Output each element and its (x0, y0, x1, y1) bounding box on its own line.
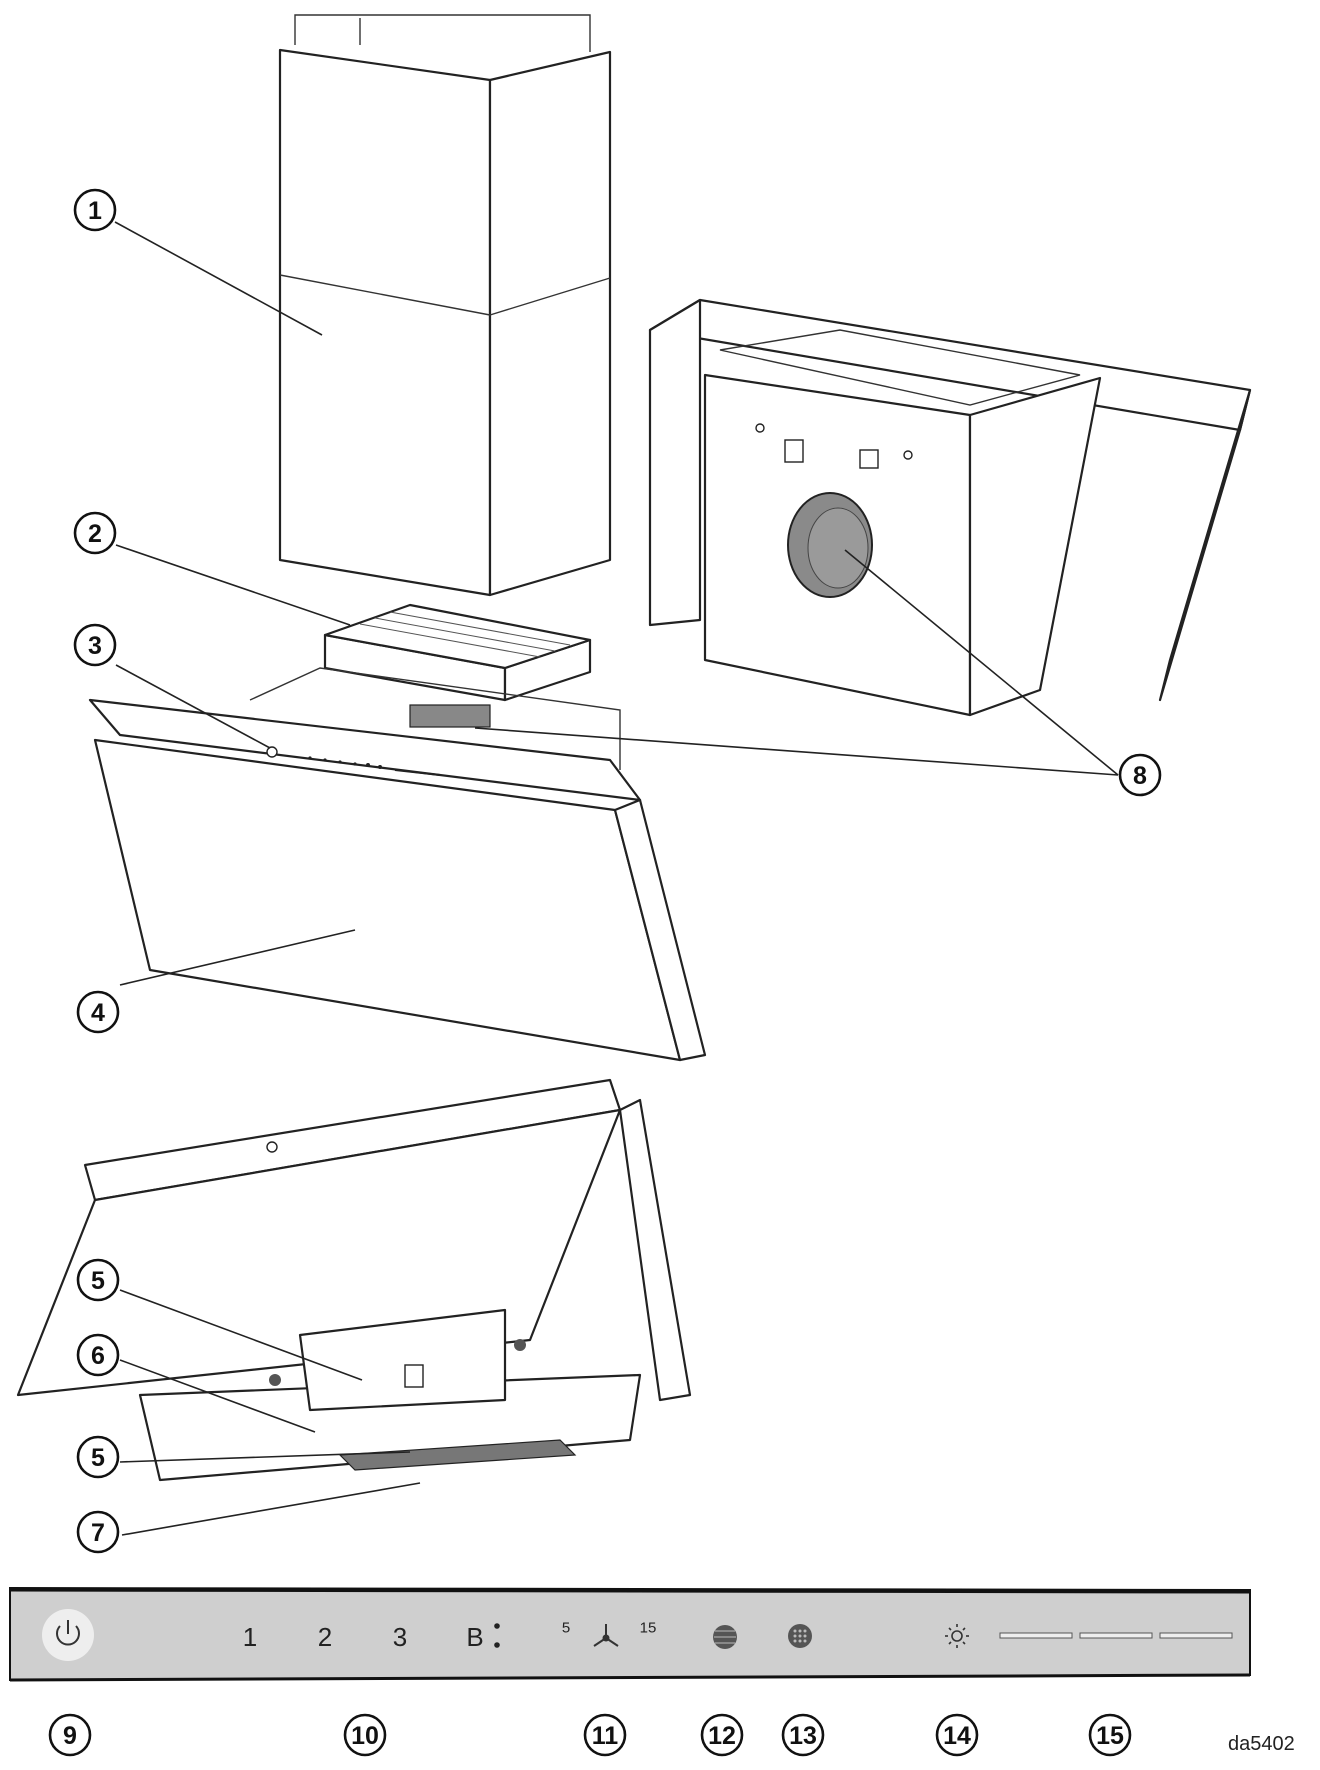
svg-text:5: 5 (562, 1620, 570, 1637)
callout-4: 4 (76, 990, 120, 1034)
svg-text:8: 8 (1133, 762, 1147, 790)
callout-3: 3 (73, 623, 117, 667)
grease-filter-indicator[interactable] (713, 1625, 737, 1649)
svg-text:9: 9 (63, 1722, 77, 1750)
light-button[interactable] (945, 1624, 969, 1648)
control-panel: 1 2 3 B 5 15 (9, 1586, 1251, 1682)
callout-1: 1 (73, 188, 117, 232)
hood-underside-view (16, 1078, 692, 1482)
power-button-dot (266, 746, 278, 758)
svg-text:6: 6 (91, 1342, 105, 1370)
callout-8: 8 (1118, 753, 1162, 797)
svg-text:10: 10 (351, 1722, 379, 1750)
callout-7: 7 (76, 1510, 120, 1554)
hood-front-glass (88, 667, 707, 1062)
chimney-cover (278, 14, 612, 597)
callout-5b: 5 (76, 1435, 120, 1479)
grease-filter (323, 603, 592, 702)
callout-15: 15 (1088, 1713, 1132, 1757)
boost-button[interactable]: B (466, 1622, 500, 1652)
svg-text:13: 13 (789, 1722, 817, 1750)
svg-text:5: 5 (91, 1444, 105, 1472)
callout-11: 11 (583, 1713, 627, 1757)
callout-12: 12 (700, 1713, 744, 1757)
light-icon (945, 1624, 969, 1648)
callout-6: 6 (76, 1333, 120, 1377)
svg-text:5: 5 (91, 1267, 105, 1295)
leader-lines (114, 221, 1119, 1536)
svg-text:11: 11 (592, 1722, 619, 1750)
speed-2-button[interactable]: 2 (318, 1622, 332, 1652)
odour-filter-indicator[interactable] (788, 1624, 812, 1648)
svg-text:4: 4 (91, 999, 105, 1027)
svg-text:14: 14 (943, 1722, 971, 1750)
callout-13: 13 (781, 1713, 825, 1757)
callout-5a: 5 (76, 1258, 120, 1302)
svg-text:7: 7 (91, 1519, 105, 1547)
svg-text:B: B (466, 1622, 483, 1652)
run-on-timer-button[interactable]: 5 15 (562, 1620, 657, 1647)
callout-9: 9 (48, 1713, 92, 1757)
fan-icon (593, 1624, 619, 1647)
svg-text:1: 1 (88, 197, 102, 225)
power-button[interactable] (42, 1609, 94, 1661)
svg-text:2: 2 (88, 520, 102, 548)
power-icon (56, 1620, 80, 1646)
image-code: da5402 (1228, 1733, 1295, 1755)
callout-14: 14 (935, 1713, 979, 1757)
svg-text:12: 12 (708, 1722, 736, 1750)
light-dimmer-slider[interactable] (999, 1632, 1233, 1639)
svg-text:3: 3 (88, 632, 102, 660)
mounting-bracket (648, 298, 1252, 717)
callout-2: 2 (73, 511, 117, 555)
svg-text:15: 15 (1096, 1722, 1124, 1750)
svg-text:15: 15 (640, 1620, 657, 1637)
speed-3-button[interactable]: 3 (393, 1622, 407, 1652)
speed-1-button[interactable]: 1 (243, 1622, 257, 1652)
callout-10: 10 (343, 1713, 387, 1757)
